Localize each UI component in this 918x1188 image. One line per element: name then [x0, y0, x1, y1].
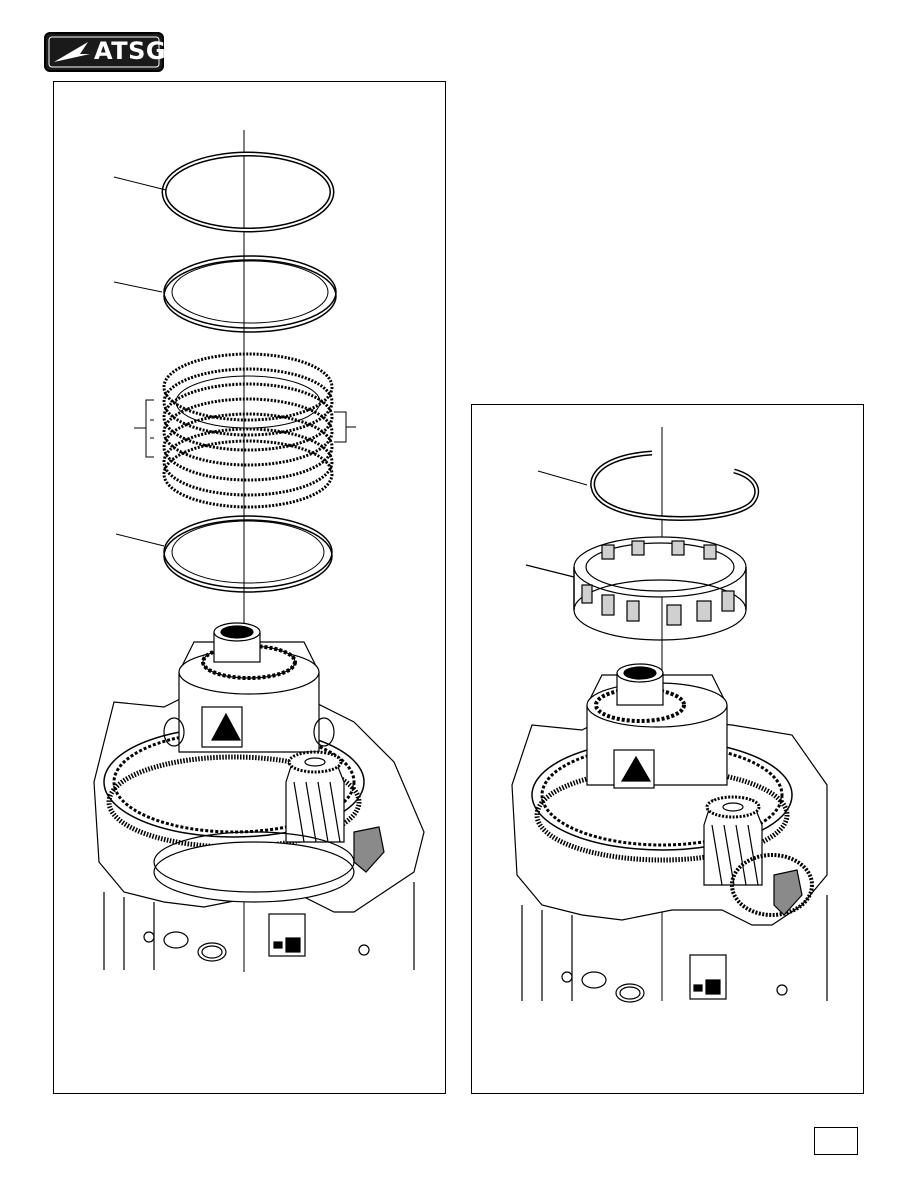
atsg-logo: ATSG [44, 32, 167, 72]
logo-text: ATSG [94, 37, 167, 65]
page-number-box [814, 1127, 858, 1155]
atsg-logo-shape [44, 32, 164, 72]
exploded-view-left [93, 130, 425, 972]
figure-right [471, 404, 864, 1094]
pressure-plate-left [113, 255, 337, 333]
clutch-housing-right [525, 536, 747, 641]
apply-plate-left [115, 515, 333, 593]
clutch-pack-left [134, 352, 356, 509]
plane-icon [54, 42, 90, 62]
snap-ring-right [537, 450, 759, 521]
snap-ring-left [113, 151, 335, 233]
transmission-case-right [511, 663, 828, 1003]
exploded-view-right [511, 427, 828, 1003]
figure-left [53, 81, 446, 1094]
transmission-case-left [93, 622, 425, 970]
